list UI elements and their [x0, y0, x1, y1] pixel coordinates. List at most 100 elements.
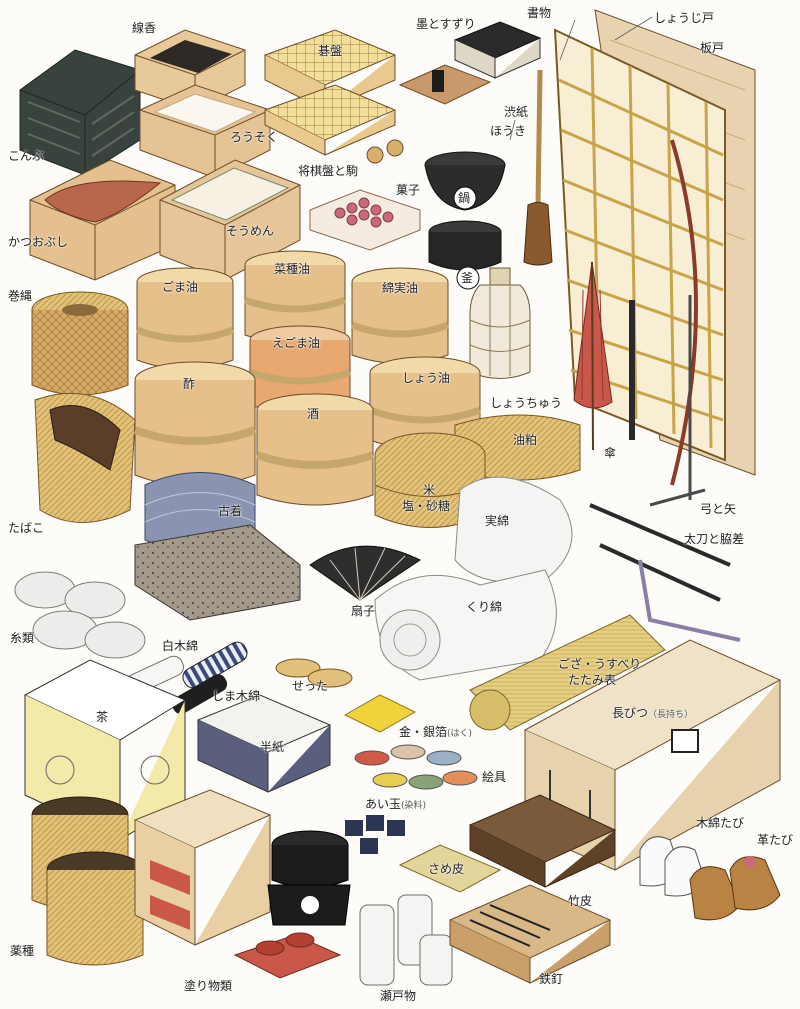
label-kawatabi: 革たび [757, 833, 794, 847]
label-hanshi: 半紙 [260, 740, 285, 754]
label-tachi: 太刀と脇差 [684, 532, 745, 546]
momentabi-socks [639, 836, 706, 897]
label-ito: 糸類 [10, 631, 35, 645]
label-shochu: しょうちゅう [490, 396, 563, 410]
label-tatami: たたみ表 [568, 673, 617, 687]
kinginhaku-paper [343, 694, 417, 733]
setta-sandals [275, 658, 353, 688]
label-rosoku: ろうそく [230, 130, 279, 144]
furugi-sack [134, 524, 301, 621]
label-senko: 線香 [132, 21, 157, 35]
books-stack [453, 21, 542, 79]
kasa-umbrella [573, 261, 613, 451]
go-board [263, 29, 397, 156]
nagabitsu-name: 長びつ [612, 706, 649, 720]
label-shogiban: 将棋盤と駒 [298, 164, 359, 178]
shochu-jug [469, 267, 531, 379]
aburakasu-bale [454, 414, 581, 481]
label-wata-abura: 綿実油 [382, 281, 419, 295]
ink-and-inkstone [398, 64, 492, 105]
rosoku-box [139, 84, 271, 179]
label-cha: 茶 [96, 710, 109, 724]
yakushu-bales [31, 796, 144, 966]
label-kama: 釜 [461, 271, 474, 285]
sake-barrel [255, 393, 375, 506]
label-nagabitsu: 長びつ（長持ち） [612, 707, 693, 720]
label-egoma: えごま油 [272, 336, 321, 350]
shoyu-barrel [368, 356, 482, 451]
label-sensu: 扇子 [351, 604, 376, 618]
label-natane: 菜種油 [274, 262, 311, 276]
label-kashi: 菓子 [396, 183, 421, 197]
label-goban: 碁盤 [318, 44, 343, 58]
label-sumi-suzuri: 墨とすずり [416, 17, 476, 31]
su-barrel [133, 361, 257, 487]
shogi-pieces [366, 139, 404, 164]
label-nurimono: 塗り物類 [184, 979, 233, 993]
nagabitsu-note: （長持ち） [648, 710, 694, 720]
label-setomono: 瀬戸物 [380, 989, 417, 1003]
kuriwata-roll [374, 569, 557, 681]
aidama-note: (染料) [401, 801, 427, 811]
label-kuriwata: くり綿 [466, 600, 503, 614]
label-goza: ござ・うすべり [558, 657, 642, 671]
label-hoki: ほうき [490, 124, 527, 138]
katsuobushi-box [29, 159, 176, 281]
takegawa-bundle [468, 794, 617, 888]
jitsuwata-sack [454, 476, 573, 583]
label-shoji: しょうじ戸 [654, 11, 715, 25]
label-shiromomen: 白木綿 [162, 639, 199, 653]
tachi-wakizashi [589, 503, 741, 642]
label-kome: 米 [423, 483, 436, 497]
kinginhaku-name: 金・銀箔 [399, 725, 448, 739]
aidama-name: あい玉 [365, 797, 402, 811]
nurimono-box [133, 789, 272, 946]
nabe-pot [424, 151, 506, 211]
kashi-box [309, 189, 421, 251]
label-aburakasu: 油粕 [513, 433, 538, 447]
label-furugi: 古着 [218, 504, 243, 518]
label-shoyu: しょう油 [402, 371, 451, 385]
hoki-broom [523, 69, 553, 266]
label-gomaabura: ごま油 [162, 280, 199, 294]
label-kombu: こんぶ [8, 149, 45, 163]
somen-box [159, 159, 301, 281]
kawatabi-socks [689, 856, 781, 921]
label-katsuobushi: かつおぶし [8, 235, 69, 249]
label-somen: そうめん [226, 224, 275, 238]
label-samegawa: さめ皮 [428, 862, 465, 876]
label-su: 酢 [183, 377, 196, 391]
label-sake: 酒 [307, 407, 320, 421]
label-tabako: たばこ [8, 521, 45, 535]
aidama-cubes [345, 815, 405, 854]
label-itado: 板戸 [700, 41, 725, 55]
gomaabura-barrel [135, 267, 235, 370]
setomono-bowls [359, 894, 453, 986]
tekugi-box [448, 884, 612, 984]
makinawa-coil [31, 291, 129, 396]
label-makinawa: 巻縄 [8, 289, 33, 303]
kama-pot [428, 220, 502, 290]
leader-lines [509, 16, 653, 141]
hanshi-stack [196, 694, 332, 793]
sensu-fan [309, 545, 421, 601]
label-yakushu: 薬種 [10, 944, 35, 958]
label-momentabi: 木綿たび [696, 816, 745, 830]
nurimono-bowls [233, 932, 342, 979]
samegawa-bundle [398, 844, 502, 893]
label-shibugami: 渋紙 [504, 105, 529, 119]
label-kasa: 傘 [604, 446, 617, 460]
label-shimamomen: しま木綿 [212, 689, 261, 703]
goza-tatami-roll [469, 614, 666, 731]
enogu-dishes [354, 744, 478, 790]
label-setta: せった [292, 679, 329, 693]
kinginhaku-note: (はく) [447, 729, 473, 739]
label-shio-sato: 塩・砂糖 [402, 499, 451, 513]
ito-skeins [14, 571, 146, 659]
wata-abura-barrel [350, 267, 450, 364]
lacquer-stand [267, 830, 351, 926]
label-jitsuwata: 実綿 [485, 514, 510, 528]
label-aidama: あい玉(染料) [365, 798, 426, 811]
